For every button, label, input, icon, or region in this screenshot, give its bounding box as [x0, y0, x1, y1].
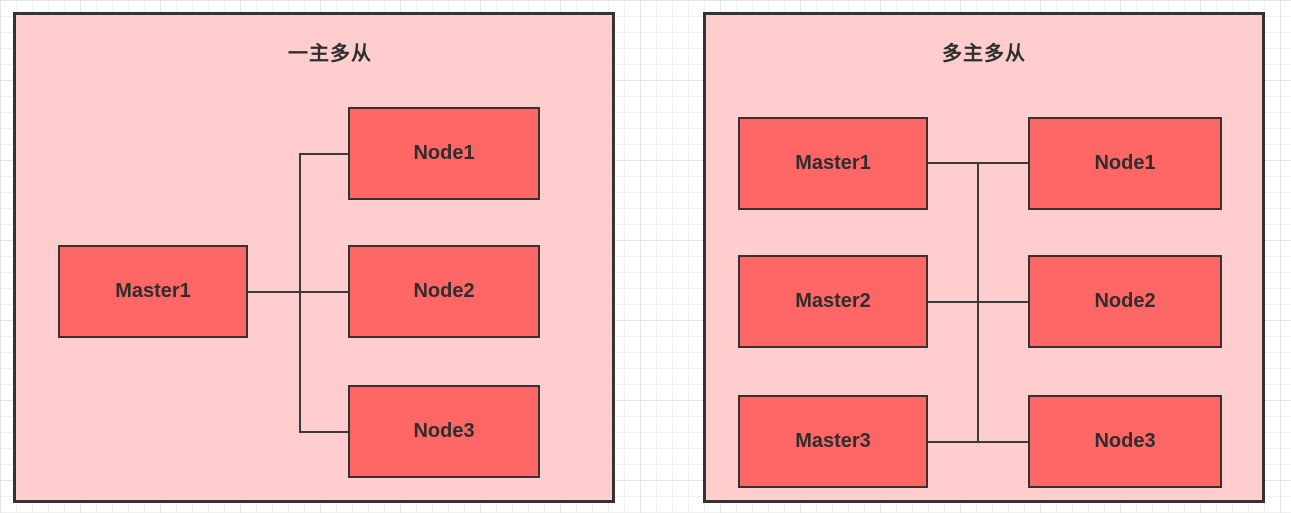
- node-box-node1: Node1: [1028, 117, 1222, 210]
- connector-shared-bus: [977, 162, 979, 443]
- panel-title: 一主多从: [288, 43, 372, 65]
- node-box-node3: Node3: [348, 385, 540, 478]
- connector-master1-trunk: [248, 291, 348, 293]
- panel-title: 多主多从: [942, 43, 1026, 65]
- panel-one-master-many-slaves: 一主多从 Master1 Node1 Node2 Node3: [13, 12, 615, 503]
- panel-many-masters-many-slaves: 多主多从 Master1 Node1 Master2 Node2 Master3…: [703, 12, 1265, 503]
- node-box-node2: Node2: [1028, 255, 1222, 348]
- panel-body: 一主多从 Master1 Node1 Node2 Node3: [16, 15, 612, 500]
- panel-body: 多主多从 Master1 Node1 Master2 Node2 Master3…: [706, 15, 1262, 500]
- node-box-master1: Master1: [738, 117, 928, 210]
- node-box-node2: Node2: [348, 245, 540, 338]
- connector-stub-node1: [299, 153, 348, 155]
- node-box-master1: Master1: [58, 245, 248, 338]
- node-box-master2: Master2: [738, 255, 928, 348]
- connector-vertical-branch: [299, 153, 301, 433]
- connector-stub-node3: [299, 431, 348, 433]
- node-box-master3: Master3: [738, 395, 928, 488]
- node-box-node1: Node1: [348, 107, 540, 200]
- node-box-node3: Node3: [1028, 395, 1222, 488]
